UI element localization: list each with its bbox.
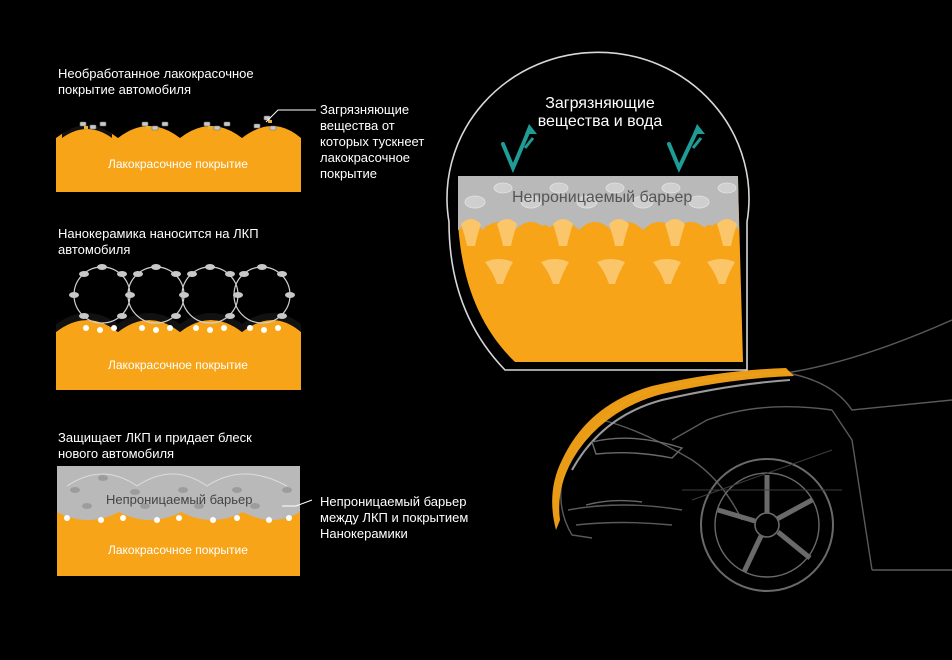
panel1-callout-line	[265, 109, 316, 123]
panel2-paint-label: Лакокрасочное покрытие	[108, 358, 248, 372]
panel3-callout-line	[282, 499, 313, 507]
panel1-paint-diagram	[56, 115, 301, 192]
panel3-callout: Непроницаемый барьер между ЛКП и покрыти…	[320, 494, 469, 541]
panel3-paint-label: Лакокрасочное покрытие	[108, 543, 248, 557]
panel1-callout: Загрязняющие вещества от которых тускнее…	[320, 102, 425, 181]
panel3-barrier-diagram	[57, 466, 300, 576]
panel3-barrier-label: Непроницаемый барьер	[106, 492, 253, 507]
lens-barrier-label: Непроницаемый барьер	[512, 189, 693, 206]
magnified-lens	[446, 51, 750, 371]
panel2-title: Нанокерамика наносится на ЛКП автомобиля	[58, 226, 259, 257]
lens-title: Загрязняющие вещества и вода	[537, 95, 663, 130]
panel1-title: Необработанное лакокрасочное покрытие ав…	[58, 66, 254, 97]
car-illustration	[552, 319, 952, 592]
panel1-paint-label: Лакокрасочное покрытие	[108, 157, 248, 171]
panel3-title: Защищает ЛКП и придает блеск нового авто…	[58, 430, 252, 461]
panel2-nanoceramic-diagram	[56, 264, 301, 390]
